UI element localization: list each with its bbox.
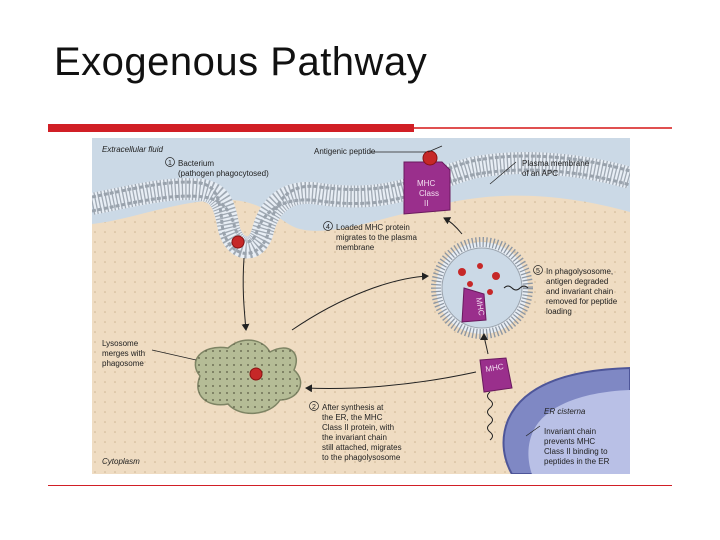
step-2-text-2: the ER, the MHC — [322, 413, 383, 422]
step-2-text-6: to the phagolysosome — [322, 453, 401, 462]
arrow-phagosome-to-lysosome — [241, 257, 250, 331]
mhc-top-label-1: MHC — [417, 179, 435, 188]
invariant-chain-text-4: peptides in the ER — [544, 457, 610, 466]
lysosome-label-1: Lysosome — [102, 339, 139, 348]
step-1-text-1: Bacterium — [178, 159, 214, 168]
cytoplasm-label: Cytoplasm — [102, 457, 140, 466]
step-4-number: 4 — [326, 224, 330, 231]
step-2-text-4: the invariant chain — [322, 433, 387, 442]
plasma-membrane — [92, 152, 630, 259]
invariant-chain-text-3: Class II binding to — [544, 447, 608, 456]
lysosome-label-2: merges with — [102, 349, 145, 358]
step-1-number: 1 — [168, 160, 172, 167]
antigenic-peptide-label: Antigenic peptide — [314, 147, 376, 156]
exogenous-pathway-diagram: MHC Class II MHC MHC Extra — [92, 138, 630, 474]
step-5-text-2: antigen degraded — [546, 277, 608, 286]
mhc-class-ii-surface — [403, 145, 451, 215]
mhc-top-label-3: II — [424, 199, 428, 208]
arrow-lysosome-to-phagolysosome — [291, 272, 429, 331]
step-1-text-2: (pathogen phagocytosed) — [178, 169, 269, 178]
plasma-membrane-label-2: of an APC — [522, 169, 558, 178]
lysosome-label-3: phagosome — [102, 359, 144, 368]
step-2-text-1: After synthesis at — [322, 403, 384, 412]
step-5-text-5: loading — [546, 307, 572, 316]
phagolysosome-vesicle — [431, 237, 533, 339]
mhc-top-label-2: Class — [419, 189, 439, 198]
step-4-text-1: Loaded MHC protein — [336, 223, 410, 232]
invariant-chain-text-1: Invariant chain — [544, 427, 596, 436]
arrow-er-to-lysosome — [305, 371, 477, 393]
arrow-er-to-phagolysosome — [480, 333, 489, 355]
step-4-text-3: membrane — [336, 243, 375, 252]
mhc-class-ii-er — [479, 357, 513, 441]
invariant-chain-text-2: prevents MHC — [544, 437, 595, 446]
step-2-number: 2 — [312, 404, 316, 411]
step-5-number: 5 — [536, 268, 540, 275]
step-2-text-3: Class II protein, with — [322, 423, 394, 432]
mhc-er-label-1: MHC — [485, 362, 505, 374]
mhc-vesicle-label-1: MHC — [474, 297, 486, 317]
step-5-text-3: and invariant chain — [546, 287, 613, 296]
step-5-text-4: removed for peptide — [546, 297, 618, 306]
bacterium — [231, 235, 245, 249]
step-4-text-2: migrates to the plasma — [336, 233, 417, 242]
extracellular-fluid-label: Extracellular fluid — [102, 145, 163, 154]
step-2-text-5: still attached, migrates — [322, 443, 402, 452]
plasma-membrane-label-1: Plasma membrane — [522, 159, 590, 168]
footer-accent-line — [48, 485, 672, 486]
title-accent-bar — [48, 124, 414, 132]
er-cisterna-label: ER cisterna — [544, 407, 586, 416]
er-cisterna — [502, 366, 630, 474]
arrow-mhc-to-surface — [443, 217, 463, 235]
step-5-text-1: In phagolysosome, — [546, 267, 613, 276]
title-accent-line — [414, 127, 672, 129]
slide-title: Exogenous Pathway — [54, 40, 428, 84]
lysosome-phagosome — [194, 339, 302, 415]
